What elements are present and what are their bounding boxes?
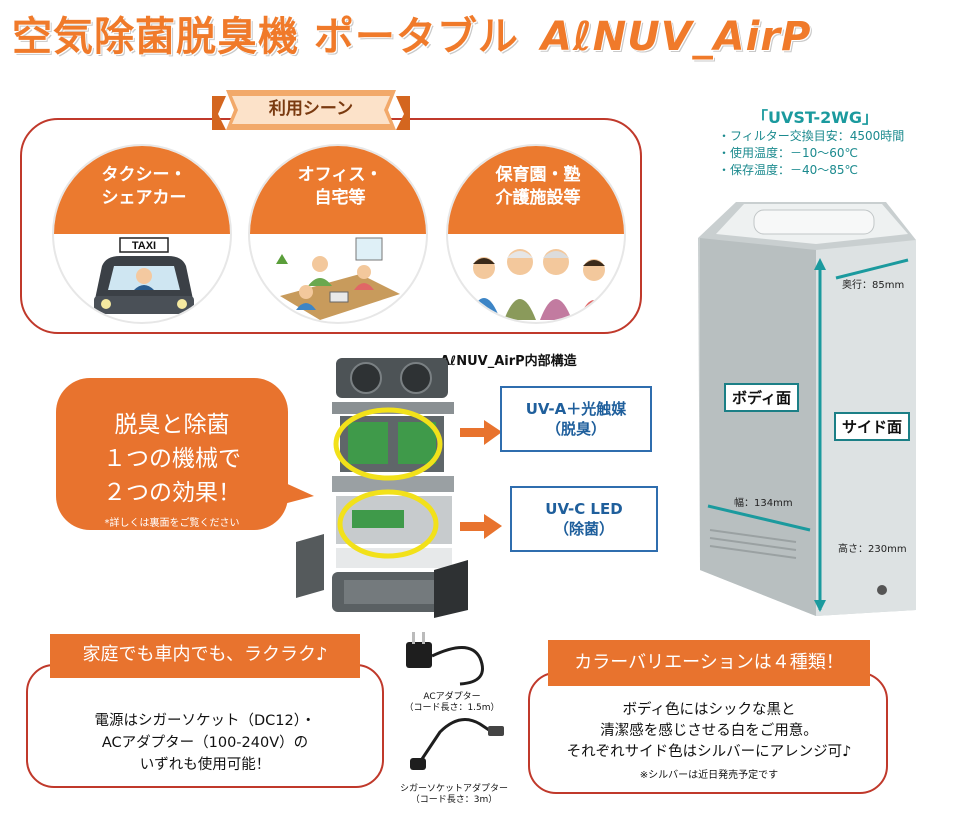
usage-scenes-banner xyxy=(212,90,410,130)
uvc-box: UV-C LED （除菌） xyxy=(510,486,658,552)
color-card xyxy=(528,672,888,794)
height-dimension: 高さ：230mm xyxy=(838,544,907,555)
width-dimension: 幅：134mm xyxy=(734,498,793,509)
spec-storage-temp: ・保存温度：－40～85℃ xyxy=(718,163,859,177)
scene-office: オフィス・ 自宅等 xyxy=(248,144,428,324)
speech-bubble xyxy=(56,378,288,530)
speech-note: *詳しくは裏面をご覧ください xyxy=(104,518,240,529)
scene-care: 保育園・塾 介護施設等 xyxy=(446,144,626,324)
scene-taxi: タクシー・ シェアカー TAXI xyxy=(52,144,232,324)
usage-scenes-title: 利用シーン xyxy=(268,99,354,119)
internal-structure-illustration xyxy=(332,358,456,612)
speech-main-text: 脱臭と除菌 １つの機械で ２つの効果！ xyxy=(103,412,241,506)
title-main: 空気除菌脱臭機 ポータブル xyxy=(12,14,519,60)
uva-box: UV-A＋光触媒 （脱臭） xyxy=(500,386,652,452)
power-card xyxy=(26,664,384,788)
depth-dimension: 奥行：85mm xyxy=(842,280,905,291)
power-card-body: 電源はシガーソケット（DC12）・ ACアダプター（100-240V）の いずれ… xyxy=(94,713,316,773)
model-number: 「UVST-2WG」 xyxy=(752,108,879,127)
power-card-heading: 家庭でも車内でも、ラクラク♪ xyxy=(50,634,360,678)
filter-panels xyxy=(296,534,468,618)
adapter-illustration xyxy=(406,632,504,770)
side-face-label: サイド面 xyxy=(834,412,911,441)
page-title: 空気除菌脱臭機 ポータブル AℓNUV_AirP xyxy=(12,4,952,62)
people-illustration xyxy=(470,249,608,320)
color-card-heading: カラーバリエーションは４種類！ xyxy=(548,640,870,686)
spec-filter: ・フィルター交換目安：4500時間 xyxy=(718,129,905,143)
taxi-illustration: TAXI xyxy=(94,237,194,314)
body-face-label: ボディ面 xyxy=(724,383,799,412)
ac-adapter-note: ACアダプター （コード長さ：1.5m） xyxy=(404,692,500,713)
office-illustration xyxy=(276,237,400,320)
internal-structure-title: AℓNUV_AirP内部構造 xyxy=(440,354,577,369)
arrows xyxy=(460,420,502,539)
spec-operating-temp: ・使用温度：－10～60℃ xyxy=(718,146,859,160)
taxi-sign: TAXI xyxy=(132,240,156,252)
color-card-body: ボディ色にはシックな黒と 清潔感を感じさせる白をご用意。 それぞれサイド色はシル… xyxy=(566,702,852,760)
scene-office-label: オフィス・ 自宅等 xyxy=(297,165,383,208)
color-card-note: ※シルバーは近日発売予定です xyxy=(639,770,779,781)
title-product: AℓNUV_AirP xyxy=(540,14,812,60)
scene-care-label: 保育園・塾 介護施設等 xyxy=(495,165,581,208)
device-image xyxy=(698,202,916,616)
scene-taxi-label: タクシー・ シェアカー xyxy=(101,165,187,208)
cigarette-adapter-note: シガーソケットアダプター （コード長さ：3m） xyxy=(399,784,508,805)
